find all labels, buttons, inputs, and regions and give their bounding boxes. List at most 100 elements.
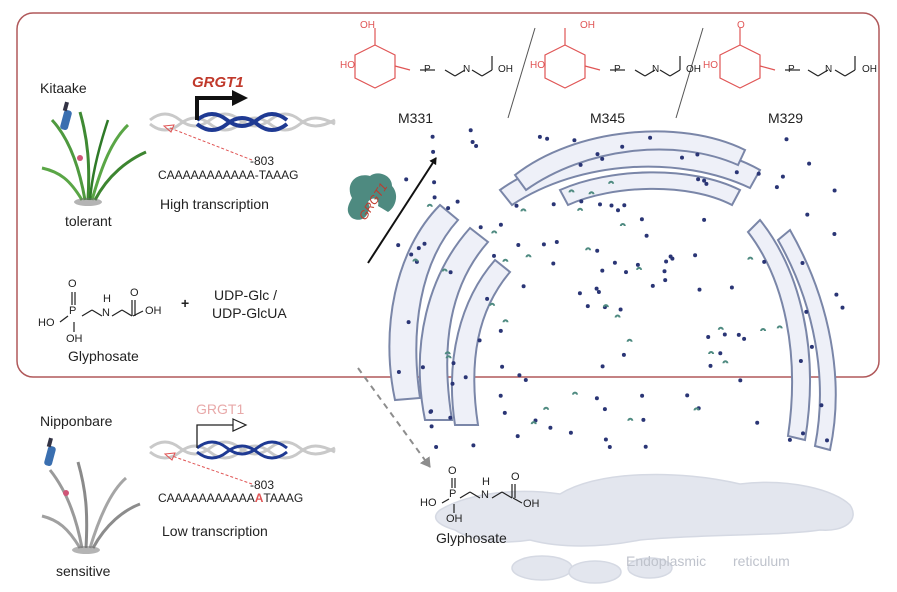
teal-cap [708, 351, 715, 354]
teal-cap [572, 391, 578, 395]
metabolite-structure-m329 [719, 28, 856, 89]
m331-n: N [463, 64, 471, 75]
dot [787, 437, 792, 442]
teal-cap [636, 266, 643, 270]
teal-cap [445, 355, 452, 359]
dot [738, 378, 743, 383]
dot [446, 206, 451, 211]
teal-cap [776, 325, 783, 329]
dot [734, 170, 739, 175]
dot [662, 269, 667, 274]
dot [702, 217, 707, 222]
teal-cap [502, 258, 509, 262]
dna-bottom [149, 418, 336, 485]
dot [825, 438, 829, 443]
teal-cap [717, 326, 724, 330]
dot [643, 444, 648, 449]
dot [434, 445, 439, 449]
teal-cap [577, 207, 584, 211]
dot [607, 445, 612, 449]
plant-trait-top: tolerant [65, 213, 112, 229]
m345-n: N [652, 64, 660, 75]
m345-p: P [614, 64, 621, 75]
dot [742, 336, 747, 341]
dot [515, 434, 520, 439]
teal-cap [619, 223, 626, 226]
dot [498, 222, 503, 227]
dot [420, 365, 425, 370]
dot [663, 278, 668, 283]
dot [595, 248, 600, 253]
faint-er-illustration [434, 473, 854, 584]
glyphosate-o2-bottom: O [511, 471, 520, 483]
dot [448, 270, 453, 275]
dot [455, 199, 460, 204]
promoter-seq-after: TAAAG [263, 491, 304, 505]
dot [805, 212, 810, 217]
dot [696, 177, 701, 182]
dot [618, 307, 623, 312]
m331-p: P [424, 64, 431, 75]
dot [577, 291, 582, 296]
dot [624, 270, 628, 275]
plant-trait-bottom: sensitive [56, 563, 111, 579]
glyphosate-oh2-bottom: OH [523, 498, 540, 510]
dot [514, 203, 519, 208]
down-arrow [357, 367, 431, 468]
metabolite-name-m329: M329 [768, 110, 804, 126]
dot [595, 152, 600, 157]
dot [594, 396, 599, 401]
dot [406, 320, 411, 325]
glyphosate-n-top: N [102, 307, 110, 319]
enzyme-arrow [367, 157, 437, 264]
dot [755, 420, 760, 425]
metabolite-separator [675, 27, 704, 119]
glyphosate-ho-top: HO [38, 317, 55, 329]
glyphosate-ho-bottom: HO [420, 497, 437, 509]
m331-oh2: OH [498, 64, 513, 75]
plant-tolerant-icon [41, 101, 147, 206]
dot [729, 285, 734, 290]
dot [594, 286, 599, 291]
dot [551, 202, 556, 207]
dot [432, 195, 437, 200]
glyphosate-h-top: H [103, 293, 111, 305]
dot [668, 254, 673, 259]
dot [718, 351, 723, 356]
dot [477, 338, 482, 343]
dot [448, 415, 453, 420]
teal-cap [530, 421, 537, 425]
cosubstrate-line1: UDP-Glc / [214, 287, 277, 303]
teal-cap [693, 407, 700, 411]
dot [396, 370, 401, 374]
dot [834, 292, 839, 297]
dot [485, 296, 490, 301]
teal-cap [608, 180, 615, 184]
glyphosate-label-bottom: Glyphosate [436, 530, 507, 546]
dot [428, 409, 433, 414]
teal-cap [722, 360, 729, 364]
dot [409, 252, 414, 257]
promoter-position-bottom: -803 [250, 478, 275, 492]
promoter-position-top: -803 [250, 154, 275, 168]
m345-ho: HO [530, 60, 545, 71]
dot [598, 202, 602, 207]
glyphosate-o2-top: O [130, 287, 139, 299]
teal-cap [520, 208, 527, 212]
dot [780, 174, 785, 179]
glyphosate-n-bottom: N [481, 489, 489, 501]
metabolite-structure-m345 [544, 28, 681, 89]
promoter-mutation: A [254, 491, 264, 505]
dot [819, 403, 824, 408]
plant-label-top: Kitaake [40, 80, 87, 96]
gene-label-top: GRGT1 [192, 74, 244, 91]
dot [680, 155, 684, 160]
promoter-sequence-top: CAAAAAAAAAAA-TAAAG [158, 168, 299, 182]
glyphosate-structure-top [59, 292, 144, 332]
glyphosate-h-bottom: H [482, 476, 490, 488]
dot [585, 304, 590, 309]
dot [600, 268, 605, 273]
dot [492, 253, 496, 258]
promoter-seq-before: CAAAAAAAAAAA [158, 491, 255, 505]
teal-cap [585, 247, 592, 251]
